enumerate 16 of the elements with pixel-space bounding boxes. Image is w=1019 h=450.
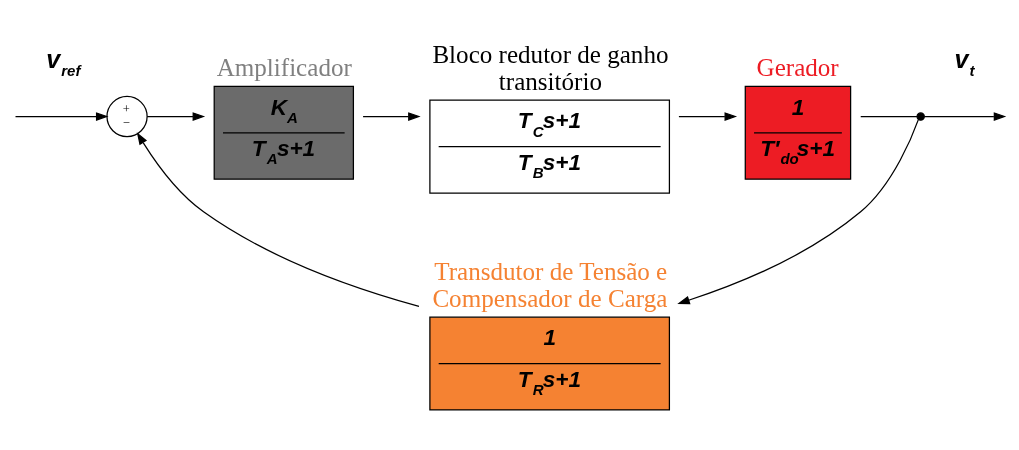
arrow [14,112,108,121]
node-circle: + − [105,95,148,138]
arrow [677,112,737,121]
node-label: Transdutor de Tensão e Compensador de Carga [431,257,667,313]
node-label: Amplificador [216,54,352,82]
node-label: Gerador [756,54,839,82]
connector [859,115,918,118]
arrow [146,112,205,121]
arrow [923,112,1006,121]
arrow [676,119,919,305]
edge-label: v$_{t}$ [953,44,974,80]
edge-label: v$_{ref}$ [45,44,80,80]
arrow [361,112,421,121]
node-label: Bloco redutor de ganho transitório [431,40,668,96]
arrow [136,132,420,308]
node-circle [915,112,925,121]
